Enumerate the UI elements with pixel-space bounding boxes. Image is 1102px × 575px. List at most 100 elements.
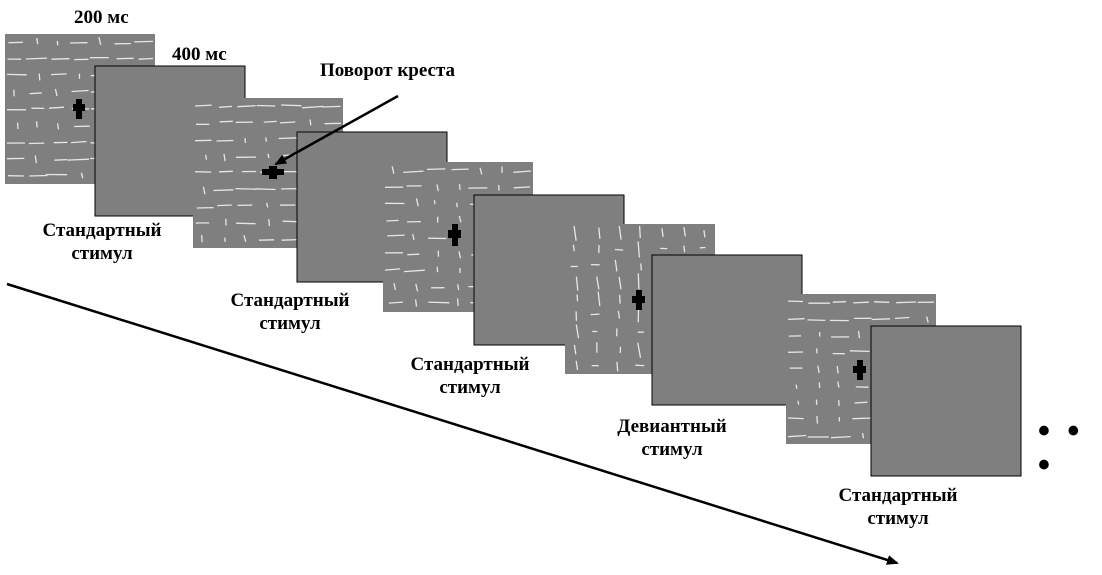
texture-line [281, 104, 302, 107]
stimulus-label-line2: стимул [439, 377, 501, 398]
texture-line [71, 89, 89, 93]
texture-line [871, 318, 891, 321]
texture-line [194, 104, 212, 107]
texture-line [391, 166, 395, 174]
stimulus-duration-label: 200 мс [74, 7, 129, 28]
texture-line [479, 167, 483, 175]
texture-line [795, 384, 798, 389]
texture-line [640, 263, 642, 271]
texture-line [590, 313, 600, 316]
stimulus-label-line1: Стандартный [838, 485, 958, 506]
texture-line [572, 244, 575, 252]
texture-line [80, 172, 84, 179]
stimulus-label-line2: стимул [71, 243, 133, 264]
texture-line [597, 291, 601, 306]
texture-line [637, 241, 641, 258]
texture-line [51, 73, 67, 76]
stimulus-label-line1: Стандартный [230, 290, 350, 311]
texture-line [598, 227, 601, 239]
texture-line [458, 184, 461, 190]
texture-line [459, 267, 461, 273]
texture-line [787, 318, 805, 321]
texture-line [458, 215, 462, 223]
texture-line [837, 381, 840, 388]
stimulus-label-3: Стандартный стимул [385, 353, 555, 399]
time-axis-arrow [6, 282, 899, 565]
texture-line [48, 106, 65, 109]
texture-line [428, 301, 450, 304]
texture-line [573, 344, 577, 355]
texture-line [925, 316, 929, 323]
texture-line [849, 350, 870, 353]
texture-line [853, 301, 870, 304]
texture-line [243, 235, 247, 242]
stimulus-label-line2: стимул [641, 439, 703, 460]
texture-line [830, 435, 851, 439]
texture-line [56, 123, 60, 130]
texture-line [807, 319, 826, 322]
texture-line [407, 253, 420, 256]
texture-line [617, 310, 621, 319]
texture-line [71, 140, 87, 144]
texture-line [614, 248, 624, 251]
texture-line [138, 57, 154, 60]
stimulus-label-4: Девиантный стимул [587, 415, 757, 461]
texture-line [267, 153, 270, 159]
texture-line [35, 121, 38, 128]
texture-line [213, 189, 234, 192]
texture-line [415, 283, 419, 292]
texture-line [816, 415, 819, 424]
texture-line [861, 432, 865, 439]
texture-line [219, 105, 233, 108]
texture-line [322, 105, 341, 108]
texture-line [787, 417, 804, 420]
texture-line [513, 170, 532, 173]
texture-line [54, 158, 68, 161]
texture-line [218, 170, 233, 173]
stimulus-label-line1: Стандартный [410, 354, 530, 375]
texture-line [34, 155, 38, 164]
texture-line [614, 259, 618, 272]
stimulus-label-line1: Стандартный [42, 220, 162, 241]
stimulus-label-2: Стандартный стимул [205, 289, 375, 335]
texture-line [575, 276, 579, 291]
texture-line [703, 230, 706, 238]
texture-line [384, 268, 401, 271]
texture-line [265, 137, 268, 142]
texture-line [817, 365, 820, 374]
texture-line [302, 105, 324, 109]
texture-line [236, 222, 256, 225]
texture-line [223, 153, 226, 162]
texture-line [618, 225, 622, 240]
texture-line [857, 330, 861, 339]
texture-line [455, 202, 458, 208]
texture-line [873, 301, 890, 303]
texture-line [56, 40, 59, 46]
texture-line [638, 225, 641, 239]
texture-line [219, 120, 233, 123]
texture-line [456, 298, 459, 307]
texture-line [386, 219, 399, 222]
texture-line [309, 119, 312, 126]
texture-line [256, 104, 276, 107]
texture-line [451, 168, 469, 171]
texture-line [433, 200, 436, 205]
texture-line [217, 204, 232, 207]
texture-line [98, 36, 102, 45]
texture-line [67, 158, 90, 161]
texture-line [575, 324, 580, 339]
texture-line [403, 170, 424, 174]
texture-line [51, 58, 70, 60]
texture-line [414, 299, 418, 307]
texture-line [265, 202, 269, 208]
texture-line [393, 282, 397, 291]
texture-line [202, 186, 206, 195]
texture-line [894, 316, 910, 320]
texture-line [787, 434, 807, 438]
texture-line [637, 273, 640, 290]
texture-line [255, 188, 276, 191]
rotation-pointer-arrow [274, 94, 399, 166]
texture-line [852, 417, 874, 420]
texture-line [573, 225, 577, 241]
